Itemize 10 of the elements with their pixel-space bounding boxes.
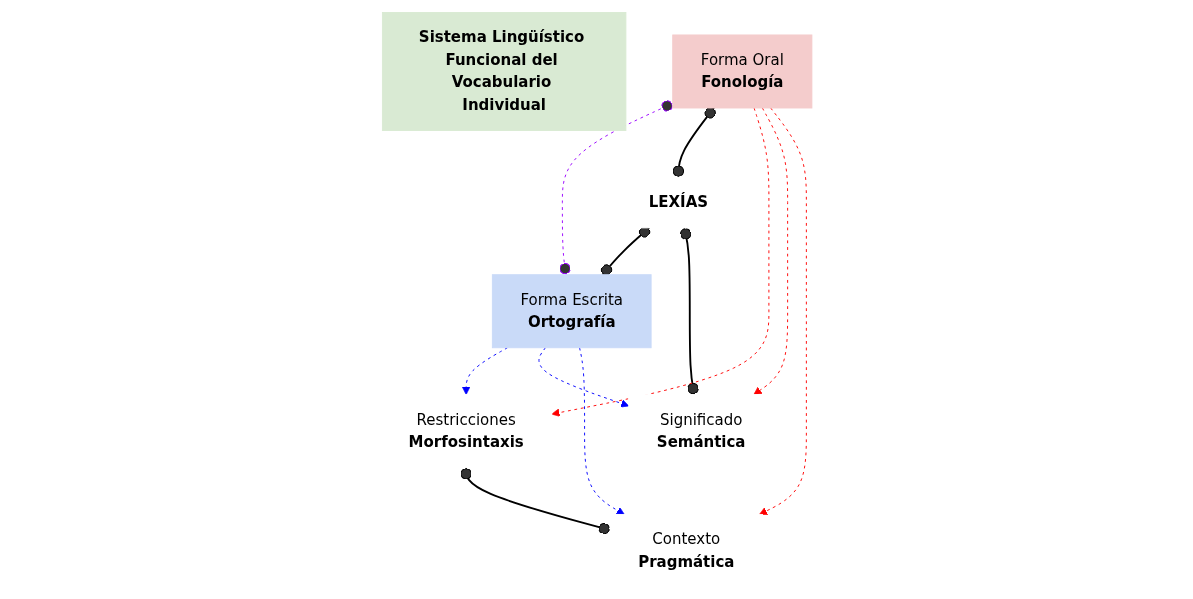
connector bbox=[680, 226, 700, 395]
node-box: Sistema Lingüístico Funcional del Vocabulario Individual bbox=[382, 11, 627, 131]
node-text: Significado Semántica bbox=[657, 410, 746, 451]
connector bbox=[460, 466, 612, 534]
node-box: Forma Oral Fonología bbox=[672, 34, 813, 108]
connector bbox=[673, 106, 717, 178]
node-text: Contexto Pragmática bbox=[638, 529, 735, 571]
node-text: Restricciones Morfosintaxis bbox=[408, 410, 525, 451]
node-text: LEXÍAS bbox=[649, 192, 709, 211]
node-box: Forma Escrita Ortografía bbox=[492, 273, 652, 348]
